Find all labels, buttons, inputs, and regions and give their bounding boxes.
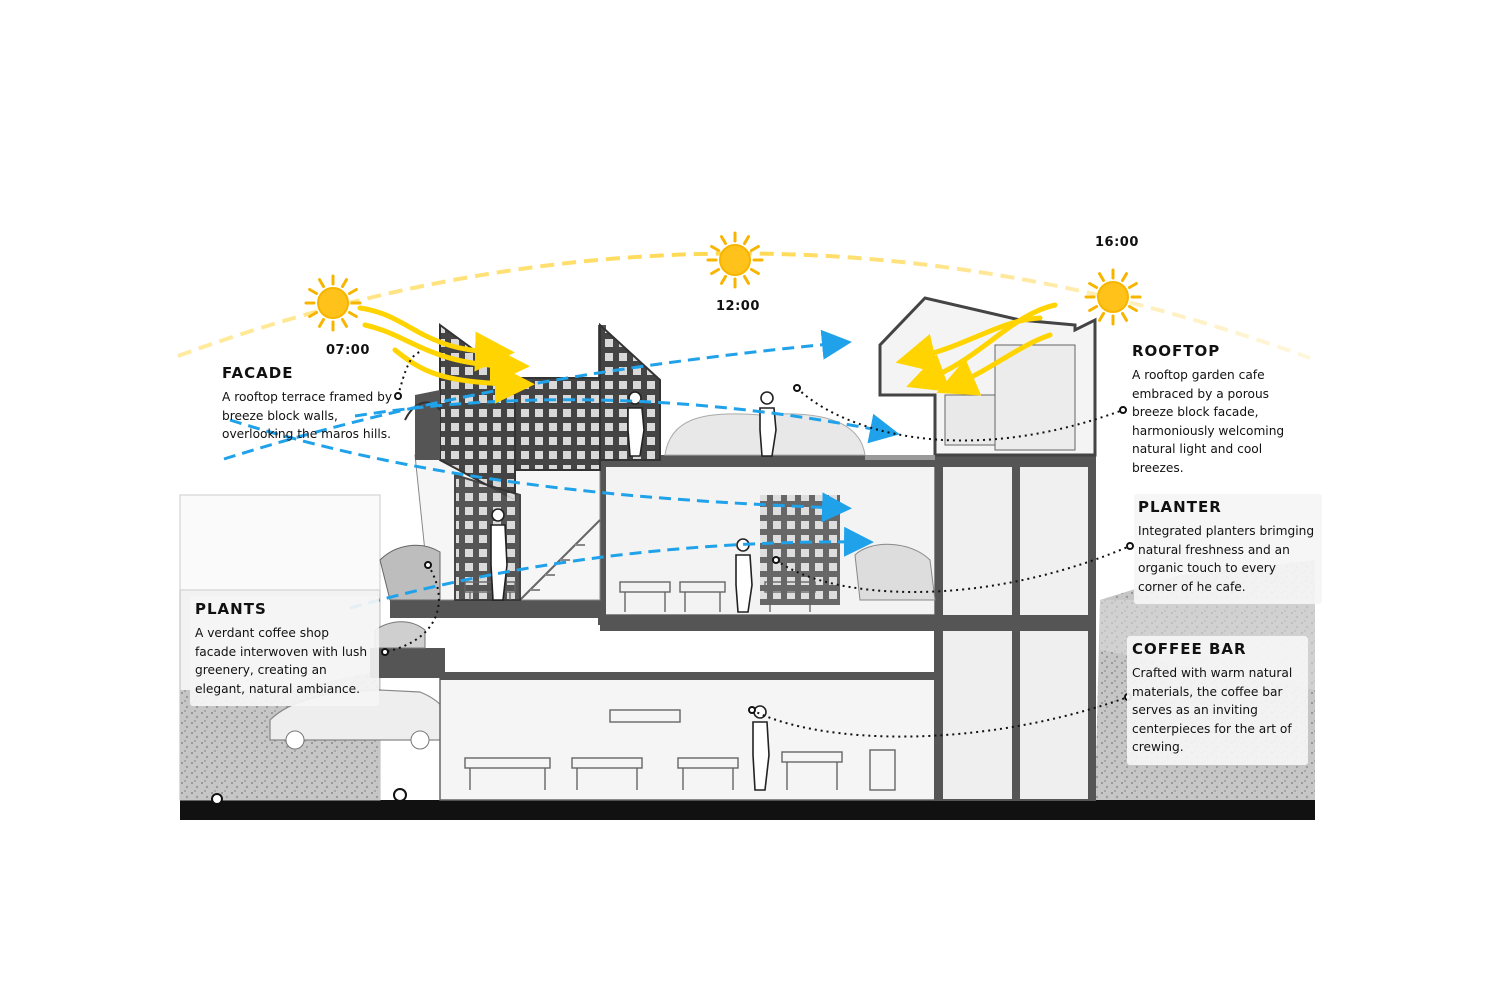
- airflow-arrow: [354, 398, 900, 444]
- callout-text: A rooftop terrace framed by breeze block…: [222, 390, 393, 442]
- callout-text: A verdant coffee shop facade interwoven …: [195, 626, 368, 696]
- sun-noon-icon: [706, 231, 764, 289]
- callout-text: Integrated planters brimging natural fre…: [1138, 524, 1315, 594]
- callout-coffee-bar: COFFEE BAR Crafted with warm natural mat…: [1127, 636, 1308, 765]
- sun-ray-morning: [362, 322, 530, 386]
- callout-title: PLANTER: [1138, 498, 1222, 516]
- leader-line-rooftop: [796, 387, 1124, 442]
- neighbour-building: [179, 494, 381, 591]
- callout-title: COFFEE BAR: [1132, 640, 1247, 658]
- airflow-arrow: [229, 418, 852, 523]
- callout-title: FACADE: [222, 364, 294, 382]
- leader-line-facade: [397, 351, 421, 397]
- callout-title: ROOFTOP: [1132, 342, 1221, 360]
- callout-text: Crafted with warm natural materials, the…: [1132, 666, 1293, 755]
- leader-line-planter: [775, 545, 1131, 593]
- time-label-morning: 07:00: [326, 343, 370, 358]
- sun-morning-icon: [304, 274, 362, 332]
- leader-line-plants: [384, 564, 440, 653]
- person-icon: [627, 391, 645, 457]
- callout-planter: PLANTER Integrated planters brimging nat…: [1134, 494, 1322, 605]
- time-label-afternoon: 16:00: [1095, 235, 1139, 250]
- callout-title: PLANTS: [195, 600, 267, 618]
- callout-plants: PLANTS A verdant coffee shop facade inte…: [190, 596, 379, 707]
- callout-rooftop: ROOFTOP A rooftop garden cafe embraced b…: [1132, 342, 1302, 478]
- time-label-noon: 12:00: [716, 299, 760, 314]
- airflow-arrow: [223, 329, 852, 461]
- callout-facade: FACADE A rooftop terrace framed by breez…: [222, 364, 422, 444]
- person-icons: [490, 391, 777, 791]
- middle-floor-tables: [464, 581, 816, 612]
- sun-afternoon-icon: [1084, 268, 1142, 326]
- sunlight-rays: [357, 302, 1058, 404]
- building-section: [370, 296, 1097, 801]
- callout-text: A rooftop garden cafe embraced by a poro…: [1132, 368, 1285, 475]
- leader-lines: [384, 351, 1131, 738]
- person-icon: [752, 705, 770, 791]
- sun-ray-morning: [357, 305, 515, 372]
- lower-floor-tables: [464, 709, 896, 791]
- person-icon: [759, 391, 777, 457]
- person-icon: [490, 508, 508, 601]
- suns: [304, 231, 1142, 332]
- sun-ray-morning: [392, 347, 535, 404]
- airflow-arrows: [223, 329, 900, 610]
- sun-ray-afternoon: [895, 315, 1043, 373]
- sun-ray-afternoon: [936, 332, 1053, 396]
